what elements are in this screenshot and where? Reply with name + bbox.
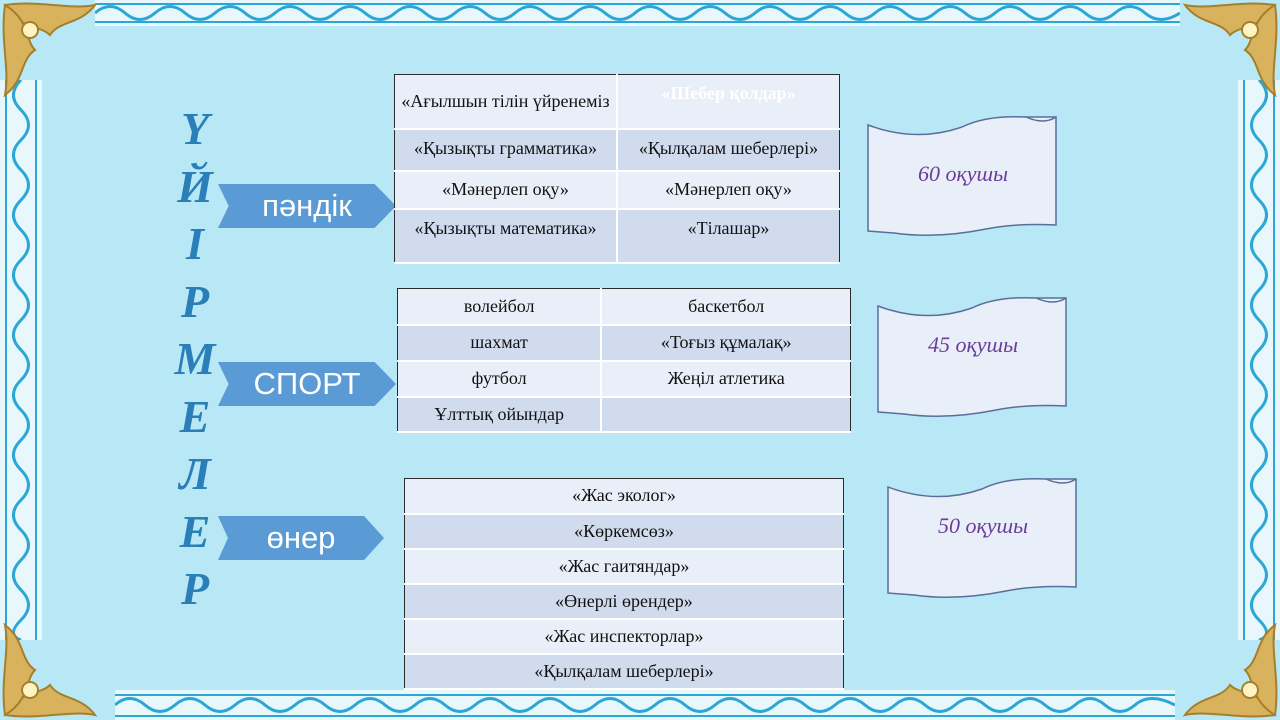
table-cell: «Мәнерлеп оқу» xyxy=(617,170,840,210)
table-cell: «Жас гаитяндар» xyxy=(404,548,844,585)
table-cell: «Қылқалам шеберлері» xyxy=(404,653,844,690)
table-row: «Қызықты математика» «Тілашар» xyxy=(394,208,840,264)
table-row: «Көркемсөз» xyxy=(404,513,844,550)
corner-ornament-bottom-left xyxy=(2,622,98,718)
category-chevron-art: өнер xyxy=(218,516,384,560)
table-row: «Жас эколог» xyxy=(404,478,844,515)
corner-ornament-bottom-right xyxy=(1182,622,1278,718)
title-letter: І xyxy=(186,218,204,269)
table-row: Ұлттық ойындар xyxy=(397,396,851,433)
title-letter: Е xyxy=(179,390,211,442)
table-row: «Өнерлі өрендер» xyxy=(404,583,844,620)
category-label: пәндік xyxy=(262,188,352,223)
sport-table: волейбол баскетбол шахмат «Тоғыз құмалақ… xyxy=(397,288,851,433)
table-cell: «Мәнерлеп оқу» xyxy=(394,170,618,210)
table-cell: «Қылқалам шеберлері» xyxy=(617,128,840,172)
table-cell: шахмат xyxy=(397,324,603,362)
table-row: «Қызықты грамматика» «Қылқалам шеберлері… xyxy=(394,128,840,172)
category-label: өнер xyxy=(266,520,336,555)
table-row: футбол Жеңіл атлетика xyxy=(397,360,851,398)
table-cell: Жеңіл атлетика xyxy=(601,360,851,398)
table-cell: «Тілашар» xyxy=(617,208,840,264)
table-row: шахмат «Тоғыз құмалақ» xyxy=(397,324,851,362)
corner-ornament-top-left xyxy=(2,2,98,98)
student-count: 50 оқушы xyxy=(937,513,1029,538)
corner-ornament-top-right xyxy=(1182,2,1278,98)
student-count: 60 оқушы xyxy=(917,161,1009,186)
category-chevron-sport: СПОРТ xyxy=(218,362,396,406)
table-cell: баскетбол xyxy=(601,288,851,326)
title-letter: М xyxy=(174,333,216,384)
title-letter: Й xyxy=(177,160,213,212)
table-row: «Мәнерлеп оқу» «Мәнерлеп оқу» xyxy=(394,170,840,210)
title-letter: Л xyxy=(179,448,211,499)
table-cell: Ұлттық ойындар xyxy=(397,396,603,433)
table-row: волейбол баскетбол xyxy=(397,288,851,326)
table-cell: «Тоғыз құмалақ» xyxy=(601,324,851,362)
count-scroll-sport: 45 оқушы xyxy=(876,296,1070,418)
title-letter: Ү xyxy=(180,103,210,154)
table-cell: «Қызықты математика» xyxy=(394,208,618,264)
table-cell: «Көркемсөз» xyxy=(404,513,844,550)
table-row: «Жас гаитяндар» xyxy=(404,548,844,585)
scroll-shape xyxy=(877,296,1067,417)
student-count: 45 оқушы xyxy=(927,332,1019,357)
title-letter: Е xyxy=(179,505,211,557)
title-letter: Р xyxy=(180,563,210,614)
category-chevron-subjects: пәндік xyxy=(218,184,396,228)
table-cell: «Өнерлі өрендер» xyxy=(404,583,844,620)
table-row: «Ағылшын тілін үйренеміз «Шебер қолдар» xyxy=(394,74,840,130)
count-scroll-subjects: 60 оқушы xyxy=(866,115,1060,237)
vertical-title: Ү Й І Р М Е Л Е Р xyxy=(170,100,220,618)
table-cell: «Жас эколог» xyxy=(404,478,844,515)
table-row: «Жас инспекторлар» xyxy=(404,618,844,655)
right-ornament-border xyxy=(1238,80,1280,640)
scroll-shape xyxy=(887,477,1077,598)
table-cell xyxy=(601,396,851,433)
table-cell: «Қызықты грамматика» xyxy=(394,128,618,172)
table-cell: футбол xyxy=(397,360,603,398)
top-ornament-border xyxy=(95,0,1180,26)
table-row: «Қылқалам шеберлері» xyxy=(404,653,844,690)
title-letter: Р xyxy=(180,275,210,327)
table-cell: «Жас инспекторлар» xyxy=(404,618,844,655)
left-ornament-border xyxy=(0,80,42,640)
subjects-table: «Ағылшын тілін үйренеміз «Шебер қолдар» … xyxy=(394,74,840,264)
table-cell: волейбол xyxy=(397,288,603,326)
table-cell: «Ағылшын тілін үйренеміз xyxy=(394,74,618,130)
count-scroll-art: 50 оқушы xyxy=(886,477,1080,599)
art-table: «Жас эколог» «Көркемсөз» «Жас гаитяндар»… xyxy=(404,478,844,690)
category-label: СПОРТ xyxy=(253,366,361,401)
table-cell: «Шебер қолдар» xyxy=(617,74,840,130)
scroll-shape xyxy=(867,115,1057,236)
bottom-ornament-border xyxy=(115,690,1175,720)
